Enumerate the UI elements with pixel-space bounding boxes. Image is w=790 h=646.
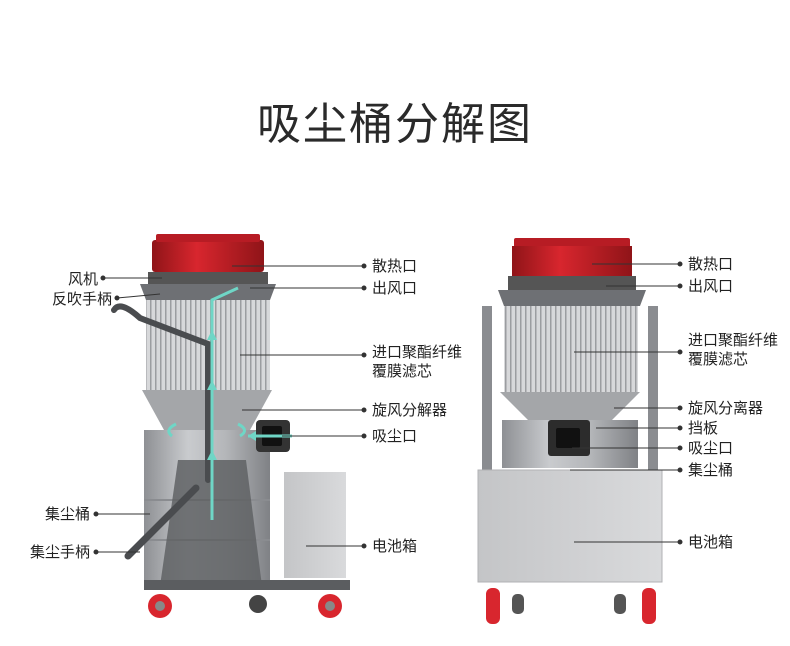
left-motor-base	[148, 272, 268, 284]
label-left-filter-line2: 覆膜滤芯	[372, 362, 433, 380]
label-right-air-outlet: 出风口	[688, 277, 734, 295]
label-right-filter-line1: 进口聚酯纤维	[688, 331, 779, 349]
right-motor-cap	[514, 238, 630, 248]
label-left-heat-vent: 散热口	[372, 257, 418, 275]
left-frame	[160, 460, 262, 586]
label-dust-handle: 集尘手柄	[29, 543, 90, 561]
left-machine	[111, 234, 350, 618]
right-frame-right	[648, 306, 658, 476]
label-right-filter-line2: 覆膜滤芯	[688, 350, 749, 368]
right-leaders	[570, 261, 683, 545]
left-motor-cap	[156, 234, 260, 242]
left-base	[144, 580, 350, 590]
right-cyclone	[500, 392, 640, 420]
label-right-baffle: 挡板	[688, 419, 719, 437]
label-left-battery-box: 电池箱	[372, 537, 418, 555]
right-filter	[504, 306, 638, 392]
label-right-heat-vent: 散热口	[688, 255, 734, 273]
label-dust-bucket: 集尘桶	[44, 505, 90, 523]
right-frame-left	[482, 306, 492, 476]
right-machine	[477, 238, 663, 624]
left-reverse-handle	[111, 303, 211, 483]
label-left-filter-line1: 进口聚酯纤维	[372, 343, 463, 361]
label-left-cyclone: 旋风分解器	[372, 401, 448, 419]
right-motor-red	[512, 246, 632, 276]
left-battery-box	[284, 472, 346, 578]
left-leaders	[93, 263, 367, 555]
label-right-dust-bucket: 集尘桶	[688, 461, 734, 479]
left-motor-red	[152, 240, 264, 272]
label-right-battery-box: 电池箱	[688, 533, 734, 551]
label-fan: 风机	[67, 270, 98, 288]
label-left-suction-port: 吸尘口	[372, 427, 418, 445]
left-lid	[140, 284, 276, 300]
right-motor-base	[508, 276, 636, 290]
left-dust-handle	[124, 484, 200, 560]
left-wheel	[148, 594, 342, 618]
right-wheel	[486, 588, 656, 624]
label-left-air-outlet: 出风口	[372, 279, 418, 297]
right-lid	[498, 290, 646, 306]
label-right-cyclone: 旋风分离器	[688, 399, 764, 417]
label-right-suction-port: 吸尘口	[688, 439, 734, 457]
label-reverse-blow-handle: 反吹手柄	[51, 290, 112, 308]
right-battery-box	[477, 469, 663, 583]
page-title: 吸尘桶分解图	[257, 99, 533, 150]
